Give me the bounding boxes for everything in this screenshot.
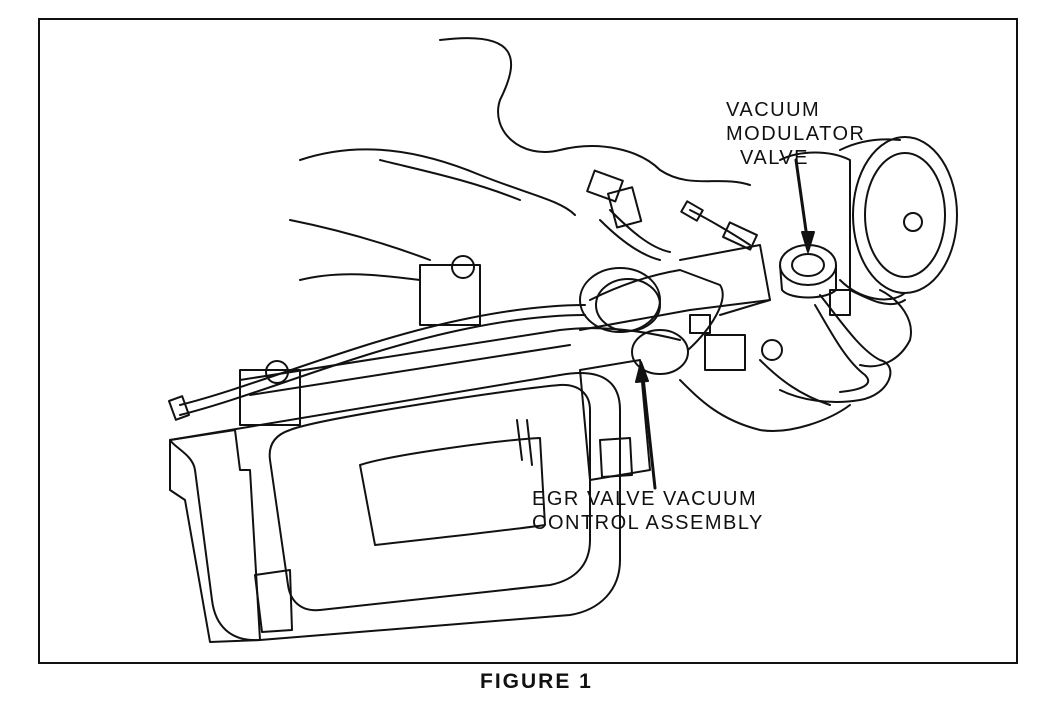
vacuum-line-long	[179, 304, 586, 406]
engine-outline-upper	[439, 37, 751, 186]
air-cleaner-center	[903, 212, 923, 232]
hose-5	[679, 379, 851, 432]
egr-control-front	[631, 329, 689, 375]
egr-control-assembly-label-line2: CONTROL ASSEMBLY	[532, 512, 764, 534]
bracket-part-1	[704, 334, 746, 371]
hose-3b	[814, 304, 870, 393]
vacuum-modulator-valve-label-line3: VALVE	[740, 147, 810, 169]
connector-1	[586, 169, 624, 203]
valve-cover-shade-1	[516, 419, 523, 461]
vacuum-modulator-valve-label-line2: MODULATOR	[726, 123, 866, 145]
engine-outline-upper-2	[299, 148, 576, 216]
valve-cover	[169, 372, 621, 642]
egr-control-assembly-label-line1: EGR VALVE VACUUM	[532, 488, 758, 510]
leader-vacuum-modulator-arrow	[801, 231, 815, 253]
engine-outline-mid	[299, 273, 421, 281]
valve-cover-recess	[359, 437, 546, 546]
head-flange-detail	[254, 569, 293, 633]
connector-3	[722, 221, 758, 251]
modulator-valve-inner	[791, 253, 825, 277]
engine-right-bottom	[859, 289, 912, 368]
leader-vacuum-modulator	[794, 158, 810, 247]
figure-frame	[38, 18, 1018, 664]
engine-outline-left-2	[289, 219, 431, 261]
vacuum-modulator-valve-label-line1: VACUUM	[726, 99, 821, 121]
bolt-boss-1	[419, 264, 481, 326]
air-cleaner-inner	[864, 152, 946, 278]
egr-control-body	[589, 269, 724, 351]
figure-caption: FIGURE 1	[480, 670, 593, 693]
leader-egr-control	[640, 366, 657, 490]
air-cleaner-body	[839, 138, 906, 301]
intake-rail-3	[579, 299, 771, 331]
support-plate-2	[599, 437, 633, 478]
intake-rail	[239, 327, 681, 381]
valve-cover-shade-2	[526, 419, 533, 466]
vacuum-line-cap	[168, 395, 190, 421]
vacuum-line-long-2	[179, 314, 586, 416]
hose-2	[689, 209, 751, 246]
support-plate	[579, 359, 651, 481]
hose-4	[759, 359, 831, 406]
bracket-part-3	[829, 289, 851, 316]
bolt-1	[451, 255, 475, 279]
valve-cover-inner	[268, 383, 591, 612]
bolt-3	[761, 339, 783, 361]
hose-1b	[609, 209, 671, 253]
air-cleaner-housing	[852, 136, 958, 294]
modulator-valve-body	[779, 264, 837, 299]
egr-control-ring	[595, 278, 661, 332]
engine-right-side	[779, 151, 906, 306]
engine-outline-left	[379, 159, 521, 201]
connector-4	[680, 200, 704, 222]
egr-control-bracket	[679, 244, 771, 316]
leader-egr-control-arrow	[635, 361, 649, 383]
head-flange	[169, 429, 261, 643]
connector-2	[607, 186, 643, 229]
hose-3	[779, 294, 892, 403]
bracket-part-2	[689, 314, 711, 334]
hose-1	[599, 219, 661, 261]
intake-rail-2	[249, 344, 571, 396]
